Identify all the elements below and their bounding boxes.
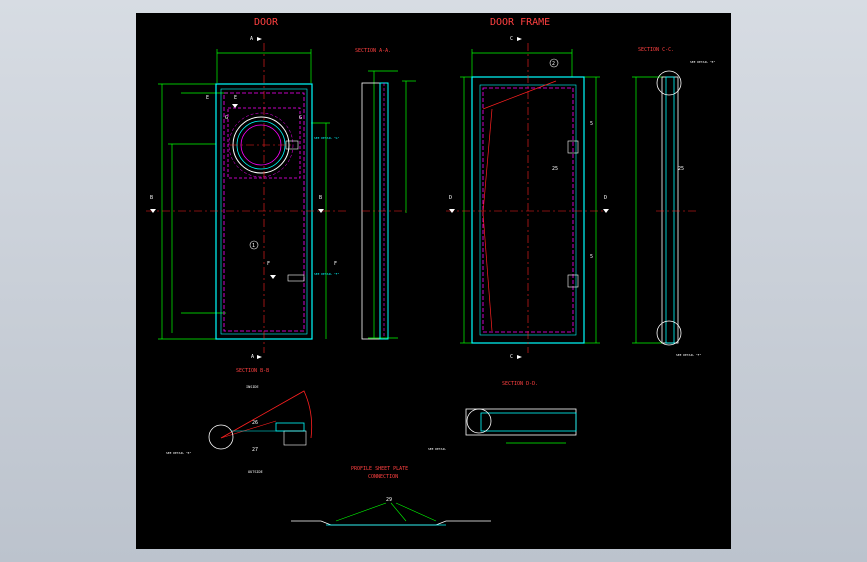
cc-see-detail-top: SEE DETAIL "E" (690, 60, 715, 64)
door-view: A A B B E E G G F F 1 SEE DETAIL "G" SEE… (146, 36, 346, 360)
cad-drawing: DOOR DOOR FRAME SECTION A-A. SECTION C-C… (146, 17, 715, 526)
frame-item-number: 2 (552, 61, 555, 67)
marker-e-right: E (234, 95, 237, 101)
bb-label-27: 27 (252, 447, 258, 453)
marker-a-top: A (250, 36, 253, 42)
title-door-frame: DOOR FRAME (490, 17, 550, 28)
title-profile-line2: CONNECTION (368, 474, 398, 480)
marker-b-left: B (150, 195, 153, 201)
door-see-detail-f: SEE DETAIL "F" (314, 272, 339, 276)
bb-inside-label: INSIDE (246, 385, 259, 389)
bb-label-26: 26 (252, 420, 258, 426)
title-section-aa: SECTION A-A. (355, 48, 391, 54)
title-section-bb: SECTION B-B (236, 368, 269, 374)
frame-label-25: 25 (552, 166, 558, 172)
title-section-dd: SECTION D-D. (502, 381, 538, 387)
marker-b-right: B (319, 195, 322, 201)
bb-outside-label: OUTSIDE (248, 470, 263, 474)
section-dd-view: SEE DETAIL (428, 408, 577, 451)
profile-connection-view: 29 (291, 497, 491, 526)
door-see-detail-g: SEE DETAIL "G" (314, 136, 339, 140)
cc-label-25: 25 (678, 166, 684, 172)
title-section-cc: SECTION C-C. (638, 47, 674, 53)
cad-viewport[interactable]: DOOR DOOR FRAME SECTION A-A. SECTION C-C… (136, 13, 731, 549)
dd-see-detail: SEE DETAIL (428, 447, 446, 451)
section-bb-view: INSIDE OUTSIDE 26 27 SEE DETAIL "E" (166, 385, 313, 474)
marker-f-right: F (334, 261, 337, 267)
profile-label-29: 29 (386, 497, 392, 503)
marker-f-left: F (267, 261, 270, 267)
door-frame-view: C C D D 2 25 5 5 (446, 36, 609, 360)
marker-g-left: G (225, 115, 228, 121)
frame-label-5-bottom: 5 (590, 254, 593, 260)
title-door: DOOR (254, 17, 279, 28)
frame-marker-d-right: D (604, 195, 607, 201)
marker-g-right: G (299, 115, 302, 121)
title-profile-line1: PROFILE SHEET PLATE (351, 466, 408, 472)
marker-e-left: E (206, 95, 209, 101)
section-aa-view (361, 70, 416, 340)
door-item-number: 1 (252, 243, 255, 249)
section-cc-view: SEE DETAIL "E" SEE DETAIL "F" 25 (632, 60, 715, 357)
frame-label-5-top: 5 (590, 121, 593, 127)
cc-see-detail-bottom: SEE DETAIL "F" (676, 353, 701, 357)
bb-see-detail: SEE DETAIL "E" (166, 451, 191, 455)
frame-marker-d-left: D (449, 195, 452, 201)
marker-a-bottom: A (251, 354, 254, 360)
frame-marker-c-top: C (510, 36, 513, 42)
frame-marker-c-bottom: C (510, 354, 513, 360)
